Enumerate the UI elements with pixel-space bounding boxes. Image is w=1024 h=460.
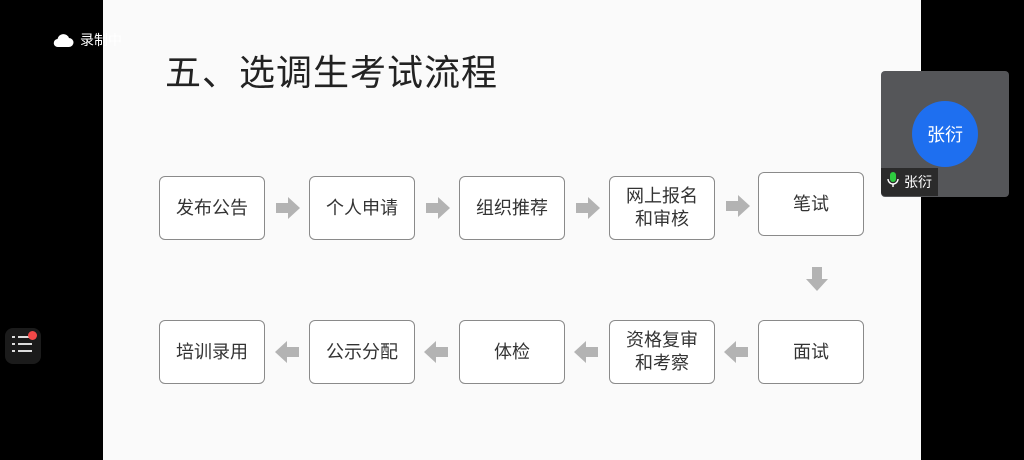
participant-avatar: 张衍 <box>912 101 978 167</box>
list-menu-button[interactable] <box>5 328 41 364</box>
presentation-slide: 五、选调生考试流程 发布公告 个人申请 组织推荐 网上报名 和审核 笔试 面试 … <box>103 0 921 460</box>
list-menu-icon <box>12 334 34 358</box>
step-organization-recommendation: 组织推荐 <box>459 176 565 240</box>
arrow-right-icon <box>426 197 450 219</box>
arrow-right-icon <box>726 195 750 217</box>
arrow-left-icon <box>275 341 299 363</box>
arrow-right-icon <box>276 197 300 219</box>
step-written-exam: 笔试 <box>758 172 864 236</box>
step-personal-application: 个人申请 <box>309 176 415 240</box>
step-medical-exam: 体检 <box>459 320 565 384</box>
step-interview: 面试 <box>758 320 864 384</box>
participant-video-tile[interactable]: 张衍 张衍 <box>881 71 1009 197</box>
step-public-announcement: 公示分配 <box>309 320 415 384</box>
arrow-right-icon <box>576 197 600 219</box>
notification-badge <box>28 331 37 340</box>
arrow-left-icon <box>724 341 748 363</box>
slide-title: 五、选调生考试流程 <box>165 53 499 94</box>
arrow-left-icon <box>574 341 598 363</box>
cloud-icon <box>52 32 74 48</box>
step-publish-notice: 发布公告 <box>159 176 265 240</box>
participant-name: 张衍 <box>904 175 932 191</box>
participant-name-tag: 张衍 <box>881 168 938 196</box>
arrow-down-icon <box>806 267 828 291</box>
recording-indicator[interactable]: 录制中 <box>52 30 122 50</box>
recording-label: 录制中 <box>80 33 122 49</box>
step-qualification-review: 资格复审 和考察 <box>609 320 715 384</box>
microphone-icon <box>887 172 899 192</box>
step-online-registration: 网上报名 和审核 <box>609 176 715 240</box>
arrow-left-icon <box>424 341 448 363</box>
step-training-hiring: 培训录用 <box>159 320 265 384</box>
